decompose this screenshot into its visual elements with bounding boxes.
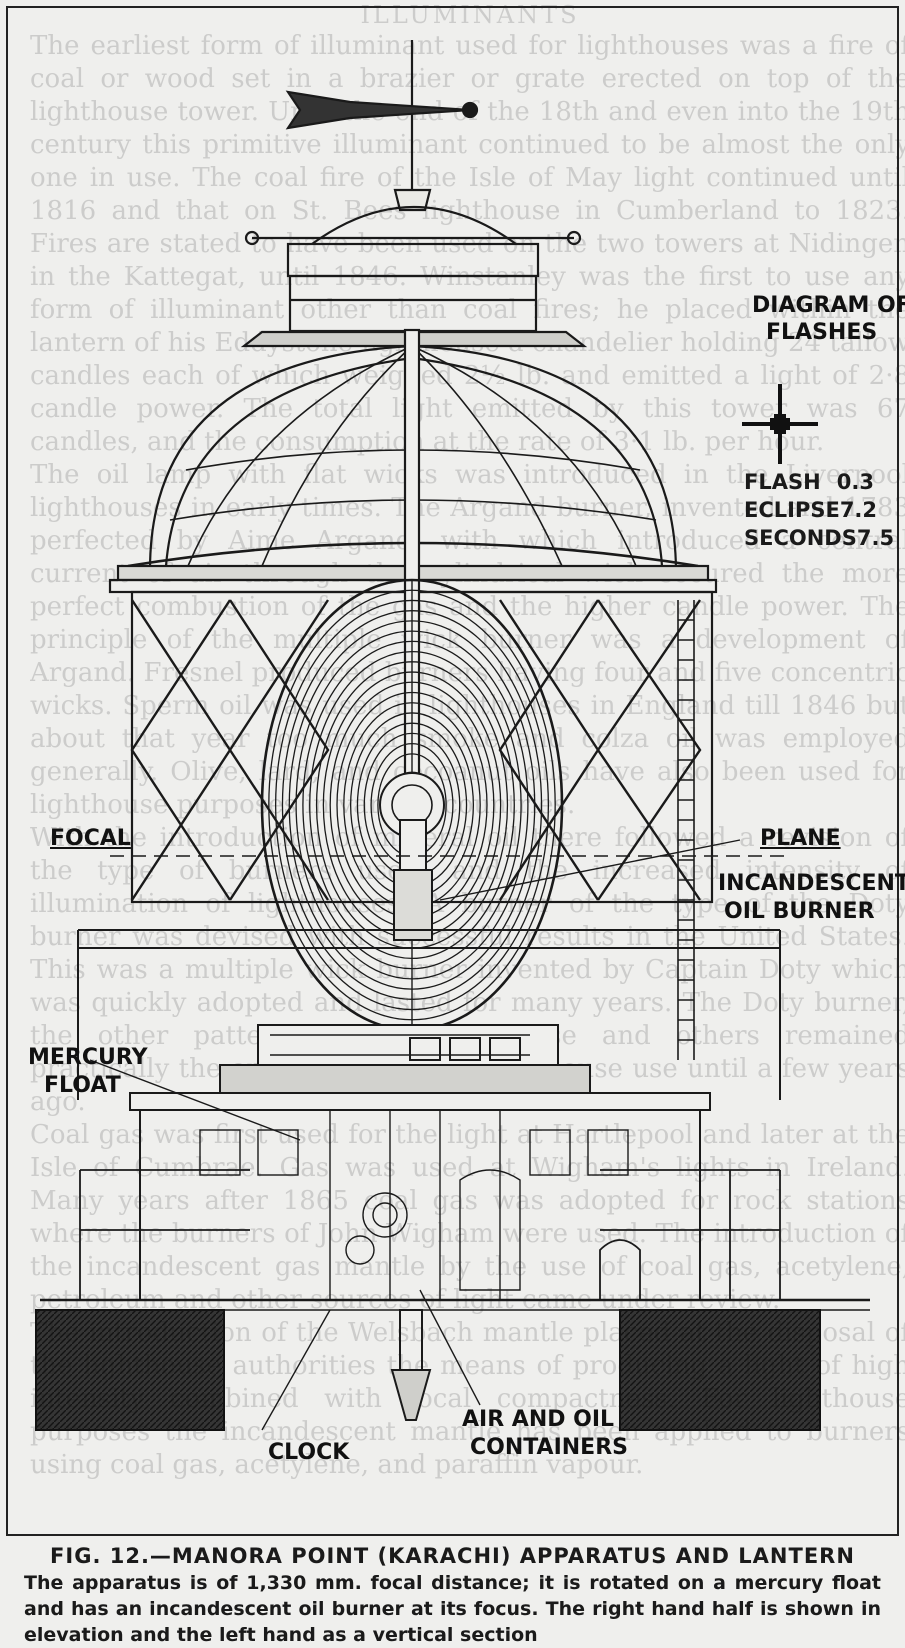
air-label-line: CONTAINERS	[470, 1435, 628, 1460]
caption-title: FIG. 12.—MANORA POINT (KARACHI) APPARATU…	[50, 1544, 855, 1568]
air-and-oil-containers-label: AIR AND OIL CONTAINERS	[462, 1406, 628, 1462]
flash-row-label: ECLIPSE	[744, 498, 840, 522]
diagram-title-line: FLASHES	[766, 320, 878, 345]
clock-label: CLOCK	[268, 1440, 350, 1465]
incandescent-oil-burner-label: INCANDESCENT OIL BURNER	[718, 870, 905, 926]
pedestal-body	[139, 1109, 701, 1301]
plane-label: PLANE	[760, 826, 841, 851]
flash-timing-table: FLASH 0.3 ECLIPSE 7.2 SECONDS 7.5	[744, 468, 894, 552]
fresnel-lens	[260, 578, 564, 1032]
lighthouse-apparatus-drawing	[35, 40, 870, 1431]
flash-row-label: SECONDS	[744, 526, 857, 550]
caption-body: The apparatus is of 1,330 mm. focal dist…	[24, 1572, 881, 1646]
burner-label-line: INCANDESCENT	[718, 871, 905, 896]
diagram-of-flashes-title: DIAGRAM OF FLASHES	[752, 292, 905, 346]
flash-row-value: 7.5	[856, 526, 895, 550]
flash-row: FLASH 0.3	[744, 468, 874, 496]
flash-row: ECLIPSE 7.2	[744, 496, 878, 524]
diagram-title-line: DIAGRAM OF	[752, 293, 905, 318]
flash-row: SECONDS 7.5	[744, 524, 894, 552]
ghost-paragraph: The earliest form of illuminant used for…	[30, 31, 905, 457]
ghost-heading: ILLUMINANTS	[360, 1, 580, 29]
mercury-label-line: FLOAT	[44, 1073, 121, 1098]
burner-label-line: OIL BURNER	[724, 899, 875, 924]
flash-row-value: 0.3	[836, 470, 874, 494]
ventilator-body	[288, 274, 538, 333]
focal-label: FOCAL	[50, 826, 131, 851]
cupola-roof	[311, 205, 517, 245]
ventilator-band	[286, 242, 540, 278]
figure-frame	[6, 6, 899, 1536]
figure-caption: FIG. 12.—MANORA POINT (KARACHI) APPARATU…	[0, 1540, 905, 1648]
flash-row-value: 7.2	[839, 498, 878, 522]
air-label-line: AIR AND OIL	[462, 1407, 615, 1432]
mercury-float-label: MERCURY FLOAT	[28, 1044, 148, 1100]
mercury-label-line: MERCURY	[28, 1045, 148, 1070]
ghost-paragraph: The oil lamp with flat wicks was introdu…	[30, 460, 905, 820]
flash-row-label: FLASH	[744, 470, 821, 494]
weathervane-arrow	[285, 90, 471, 130]
flash-cross-icon	[742, 384, 818, 464]
